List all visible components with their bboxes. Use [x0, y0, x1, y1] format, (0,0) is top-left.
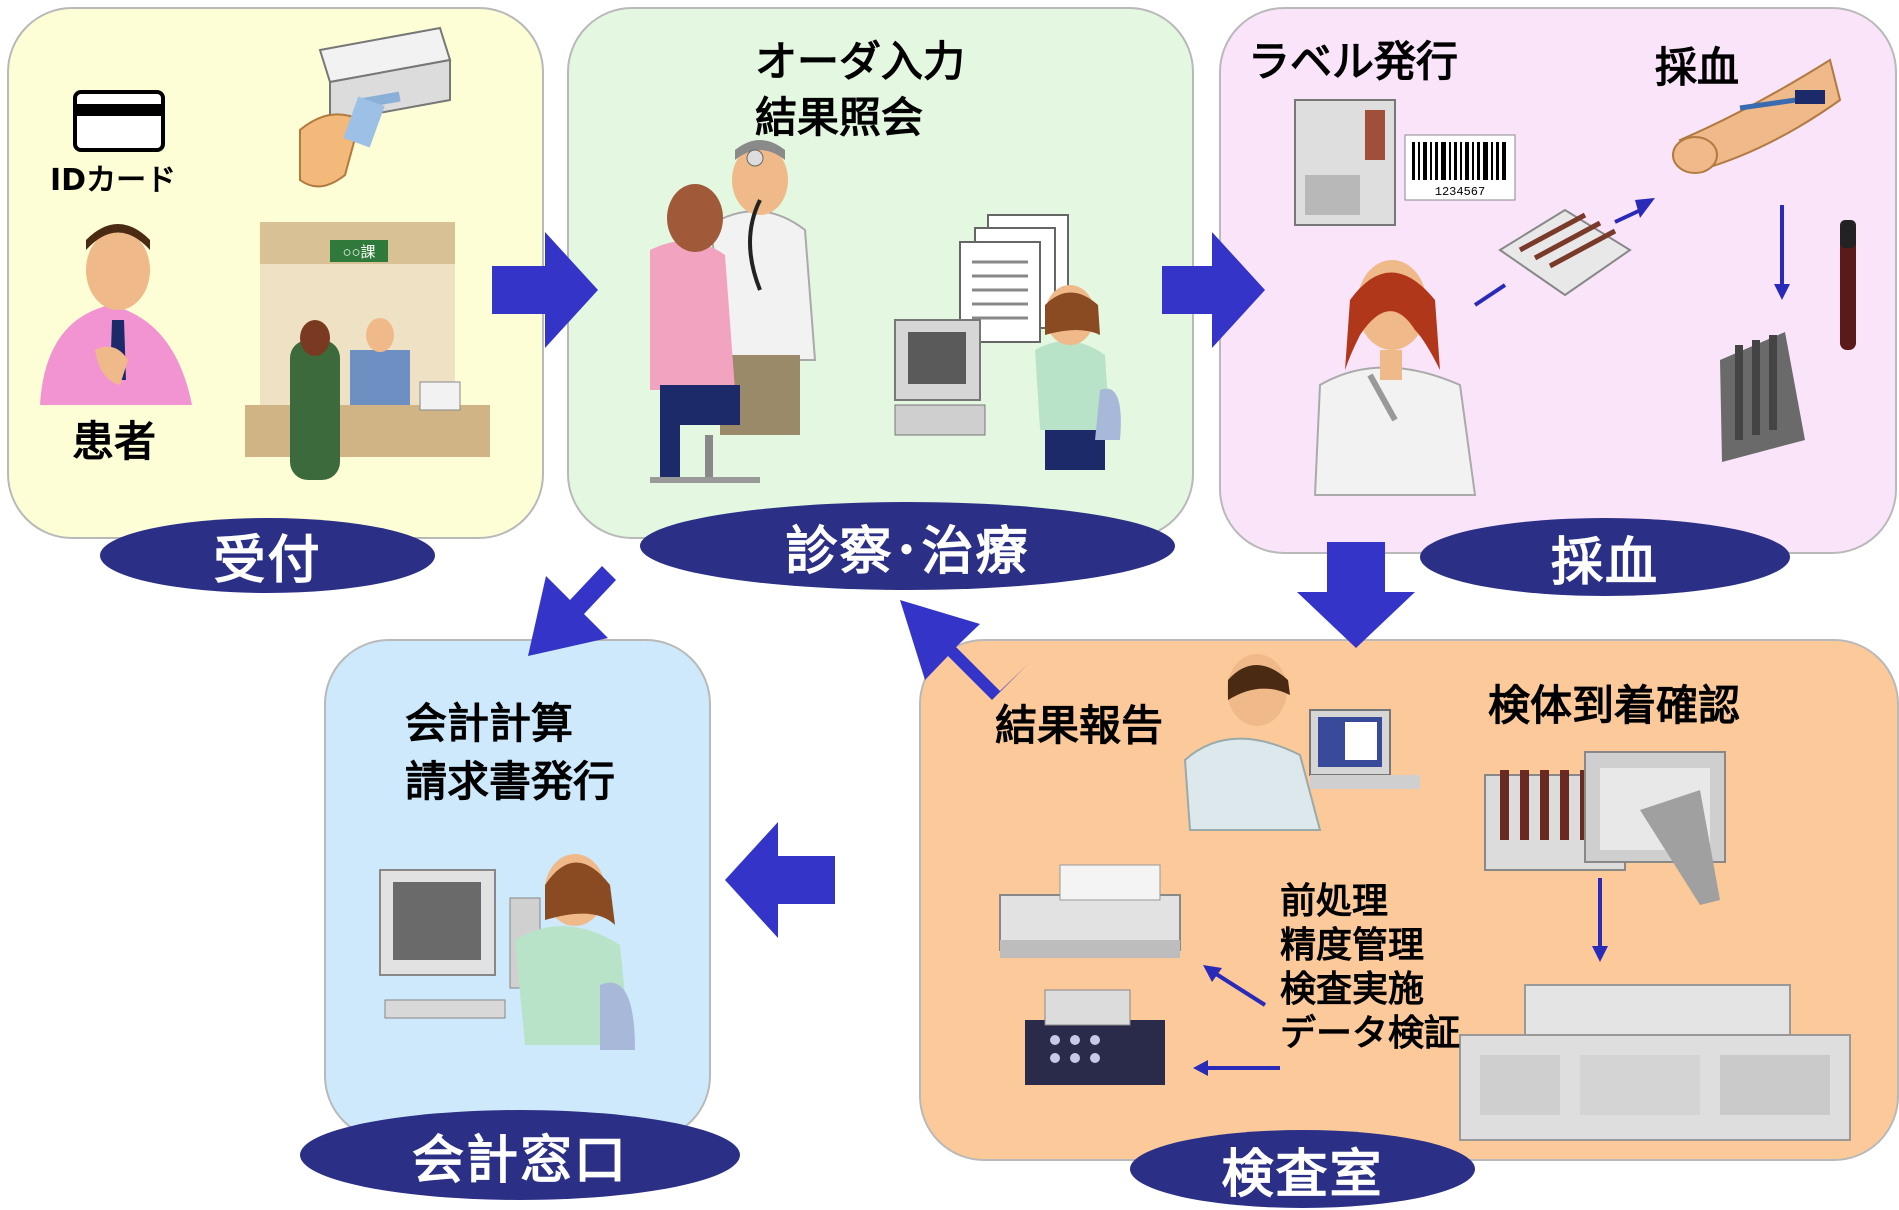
id-card-label: IDカード [50, 163, 177, 198]
result-report-label: 結果報告 [995, 701, 1164, 750]
id-card-icon [73, 90, 165, 152]
lab-step-data-verification: データ検証 [1280, 1013, 1461, 1054]
billing-invoice-label: 請求書発行 [405, 757, 616, 806]
blood-draw-label: 採血 [1655, 43, 1740, 92]
label-printer-icon [1294, 99, 1396, 226]
arrow-blood-to-lab [1297, 542, 1415, 648]
arrow-head-device-to-analyzer [1592, 946, 1608, 962]
reception-title: 受付 [100, 518, 435, 593]
counter-sign: ○○課 [342, 244, 375, 261]
lab-step-pretreatment: 前処理 [1280, 881, 1389, 922]
arrow-lab-to-billing [725, 822, 835, 938]
arrow-head-to-fax [1193, 1060, 1208, 1076]
reception-counter: ○○課 [245, 222, 490, 480]
sample-arrival-label: 検体到着確認 [1488, 681, 1741, 730]
tube-tray-icon [1498, 208, 1632, 297]
arrow-to-printer [1211, 970, 1267, 1007]
patient-label: 患者 [72, 417, 157, 466]
card-reader-icon [299, 26, 452, 188]
blood-draw-title: 採血 [1420, 518, 1790, 596]
documents-icon [959, 214, 1069, 343]
arrow-consult-to-billing [528, 566, 638, 656]
billing-title: 会計窓口 [300, 1110, 740, 1200]
blood-tube-icon [1840, 220, 1856, 350]
arrow-head-arm-to-rack [1774, 284, 1790, 300]
nurse-figure [1313, 260, 1477, 496]
billing-calc-label: 会計計算 [405, 699, 574, 748]
laboratory-title: 検査室 [1130, 1130, 1475, 1208]
seated-patient-figure [650, 184, 760, 483]
barcode-icon: 1234567 [1404, 134, 1516, 201]
lab-step-quality-control: 精度管理 [1280, 925, 1425, 966]
consult-result-query-label: 結果照会 [755, 93, 924, 142]
monitor-icon [1309, 709, 1420, 789]
billing-clerk-figure [515, 854, 635, 1050]
lab-step-testing: 検査実施 [1280, 969, 1425, 1010]
patient-figure [40, 224, 192, 405]
clerk-figure [1035, 285, 1121, 470]
consultation-title: 診察･治療 [640, 502, 1175, 590]
arrow-reception-to-consult [492, 232, 598, 348]
dot-matrix-printer-icon [999, 864, 1181, 958]
tube-rack-icon [1720, 332, 1805, 462]
fax-machine-icon [1025, 989, 1165, 1085]
analyzer-machine-icon [1459, 984, 1851, 1141]
consult-order-entry-label: オーダ入力 [755, 37, 966, 86]
arrow-lab-to-consult [900, 600, 1028, 700]
blood-draw-arm-icon [1672, 58, 1842, 174]
barcode-digits: 1234567 [1435, 185, 1485, 199]
sample-arrival-device-icon [1484, 751, 1726, 905]
lab-technician-figure [1183, 654, 1322, 831]
label-issue-label: ラベル発行 [1248, 37, 1459, 86]
arrow-head-to-printer [1203, 965, 1222, 982]
computer-icon [894, 319, 986, 436]
arrow-nurse-to-tray [1473, 283, 1507, 307]
arrow-head-tray-to-arm [1635, 198, 1655, 218]
arrow-consult-to-blood [1162, 232, 1265, 348]
